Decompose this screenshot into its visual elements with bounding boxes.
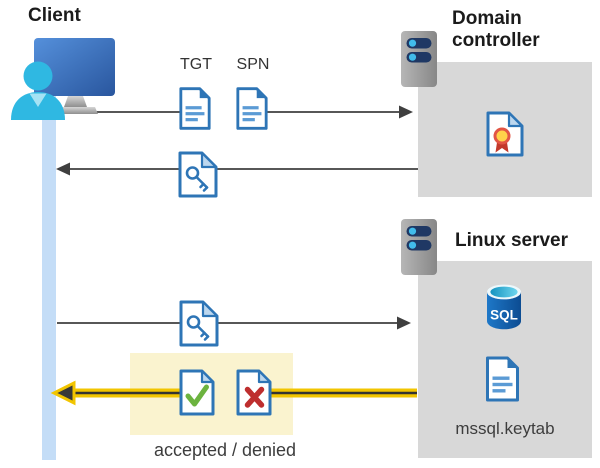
certificate-document-icon xyxy=(486,111,524,157)
client-title: Client xyxy=(28,5,81,26)
domain-controller-server-icon xyxy=(401,31,437,87)
client-timeline-bar xyxy=(42,88,56,460)
accepted-denied-label: accepted / denied xyxy=(153,440,297,460)
linux-server-icon xyxy=(401,219,437,275)
sql-badge-text: SQL xyxy=(490,308,518,323)
spn-label: SPN xyxy=(236,56,270,73)
key-document-icon-linux xyxy=(179,300,219,347)
accepted-check-document-icon xyxy=(179,369,215,416)
arrow-dc-to-client xyxy=(56,162,418,176)
domain-controller-title: Domain controller xyxy=(452,8,540,51)
client-person-monitor-icon xyxy=(11,38,115,120)
sql-database-icon: SQL xyxy=(487,284,521,330)
key-document-icon-dc xyxy=(178,151,218,198)
denied-cross-document-icon xyxy=(236,369,272,416)
linux-server-title: Linux server xyxy=(455,230,568,251)
tgt-label: TGT xyxy=(180,56,212,73)
keytab-document-icon xyxy=(486,356,519,402)
tgt-document-icon xyxy=(179,87,211,130)
arrow-client-to-linux xyxy=(57,316,411,330)
spn-document-icon xyxy=(236,87,268,130)
keytab-filename-label: mssql.keytab xyxy=(455,419,555,438)
